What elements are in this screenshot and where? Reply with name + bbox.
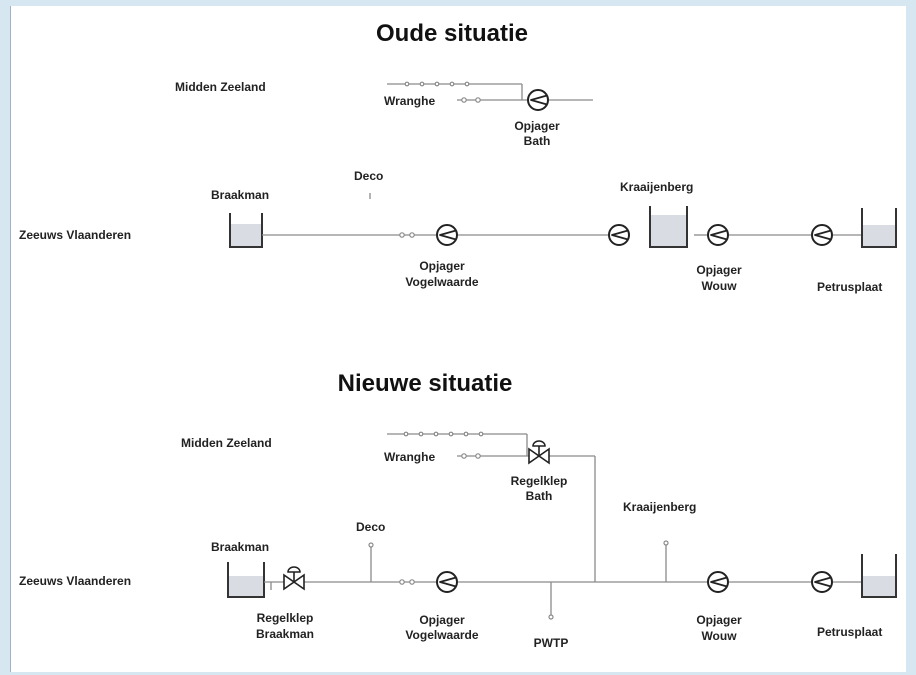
diagram-frame: Oude situatie Midden Zeeland Zeeuws Vlaa…: [10, 6, 906, 672]
new-region-midden-zeeland: Midden Zeeland: [181, 436, 272, 450]
old-opjager-bath-label-1: Opjager: [514, 119, 560, 133]
new-regelklep-bath-label-1: Regelklep: [511, 474, 568, 488]
new-region-zeeuws-vlaanderen: Zeeuws Vlaanderen: [19, 574, 131, 588]
new-title: Nieuwe situatie: [338, 370, 513, 397]
new-vogelwaarde-label-1: Opjager: [419, 613, 465, 627]
old-region-midden-zeeland: Midden Zeeland: [175, 80, 266, 94]
new-opjager-vogelwaarde-pump: [436, 571, 458, 593]
new-kraaijenberg-label: Kraaijenberg: [623, 500, 696, 514]
new-vogelwaarde-label-2: Vogelwaarde: [405, 628, 478, 642]
old-vogelwaarde-label-1: Opjager: [419, 259, 465, 273]
old-mz-pipeline: [387, 81, 593, 103]
old-petrusplaat-label: Petrusplaat: [817, 280, 882, 294]
old-deco-label: Deco: [354, 169, 383, 183]
new-deco-label: Deco: [356, 520, 385, 534]
old-opjager-vogelwaarde-pump: [436, 224, 458, 246]
new-braakman-tank: [227, 562, 265, 598]
old-zv-pipeline: [262, 232, 862, 238]
old-kraaijenberg-label: Kraaijenberg: [620, 180, 693, 194]
new-braakman-label: Braakman: [211, 540, 269, 554]
new-zv-pipeline: [264, 579, 862, 590]
old-kraaijenberg-tank: [649, 206, 688, 248]
new-pwtp-label: PWTP: [534, 636, 569, 650]
new-regelklep-braakman-valve: [283, 566, 305, 590]
pipeline-diagram: Oude situatie Midden Zeeland Zeeuws Vlaa…: [19, 20, 897, 650]
new-wouw-label-2: Wouw: [701, 629, 737, 643]
new-wouw-label-1: Opjager: [696, 613, 742, 627]
old-petrusplaat-pump: [811, 224, 833, 246]
new-petrusplaat-label: Petrusplaat: [817, 625, 882, 639]
new-opjager-wouw-pump: [707, 571, 729, 593]
new-kraaijenberg-node: [663, 540, 669, 546]
new-pwtp-node: [548, 614, 554, 620]
new-regelklep-braakman-label-1: Regelklep: [257, 611, 314, 625]
old-braakman-tank: [229, 213, 263, 248]
old-wranghe-label: Wranghe: [384, 94, 435, 108]
new-petrusplaat-pump: [811, 571, 833, 593]
new-regelklep-braakman-label-2: Braakman: [256, 627, 314, 641]
old-opjager-bath-pump: [527, 89, 549, 111]
old-vogelwaarde-label-2: Vogelwaarde: [405, 275, 478, 289]
old-opjager-bath-label-2: Bath: [524, 134, 551, 148]
old-title: Oude situatie: [376, 20, 528, 47]
old-braakman-label: Braakman: [211, 188, 269, 202]
new-regelklep-bath-valve: [528, 440, 550, 464]
old-region-zeeuws-vlaanderen: Zeeuws Vlaanderen: [19, 228, 131, 242]
old-wouw-label-1: Opjager: [696, 263, 742, 277]
old-kraaijenberg-pump: [608, 224, 630, 246]
old-wouw-label-2: Wouw: [701, 279, 737, 293]
old-petrusplaat-tank: [861, 208, 897, 248]
new-deco-node: [368, 542, 374, 548]
new-mz-pipeline: [387, 431, 596, 582]
new-wranghe-label: Wranghe: [384, 450, 435, 464]
new-regelklep-bath-label-2: Bath: [526, 489, 553, 503]
old-opjager-wouw-pump: [707, 224, 729, 246]
new-petrusplaat-tank: [861, 554, 897, 598]
